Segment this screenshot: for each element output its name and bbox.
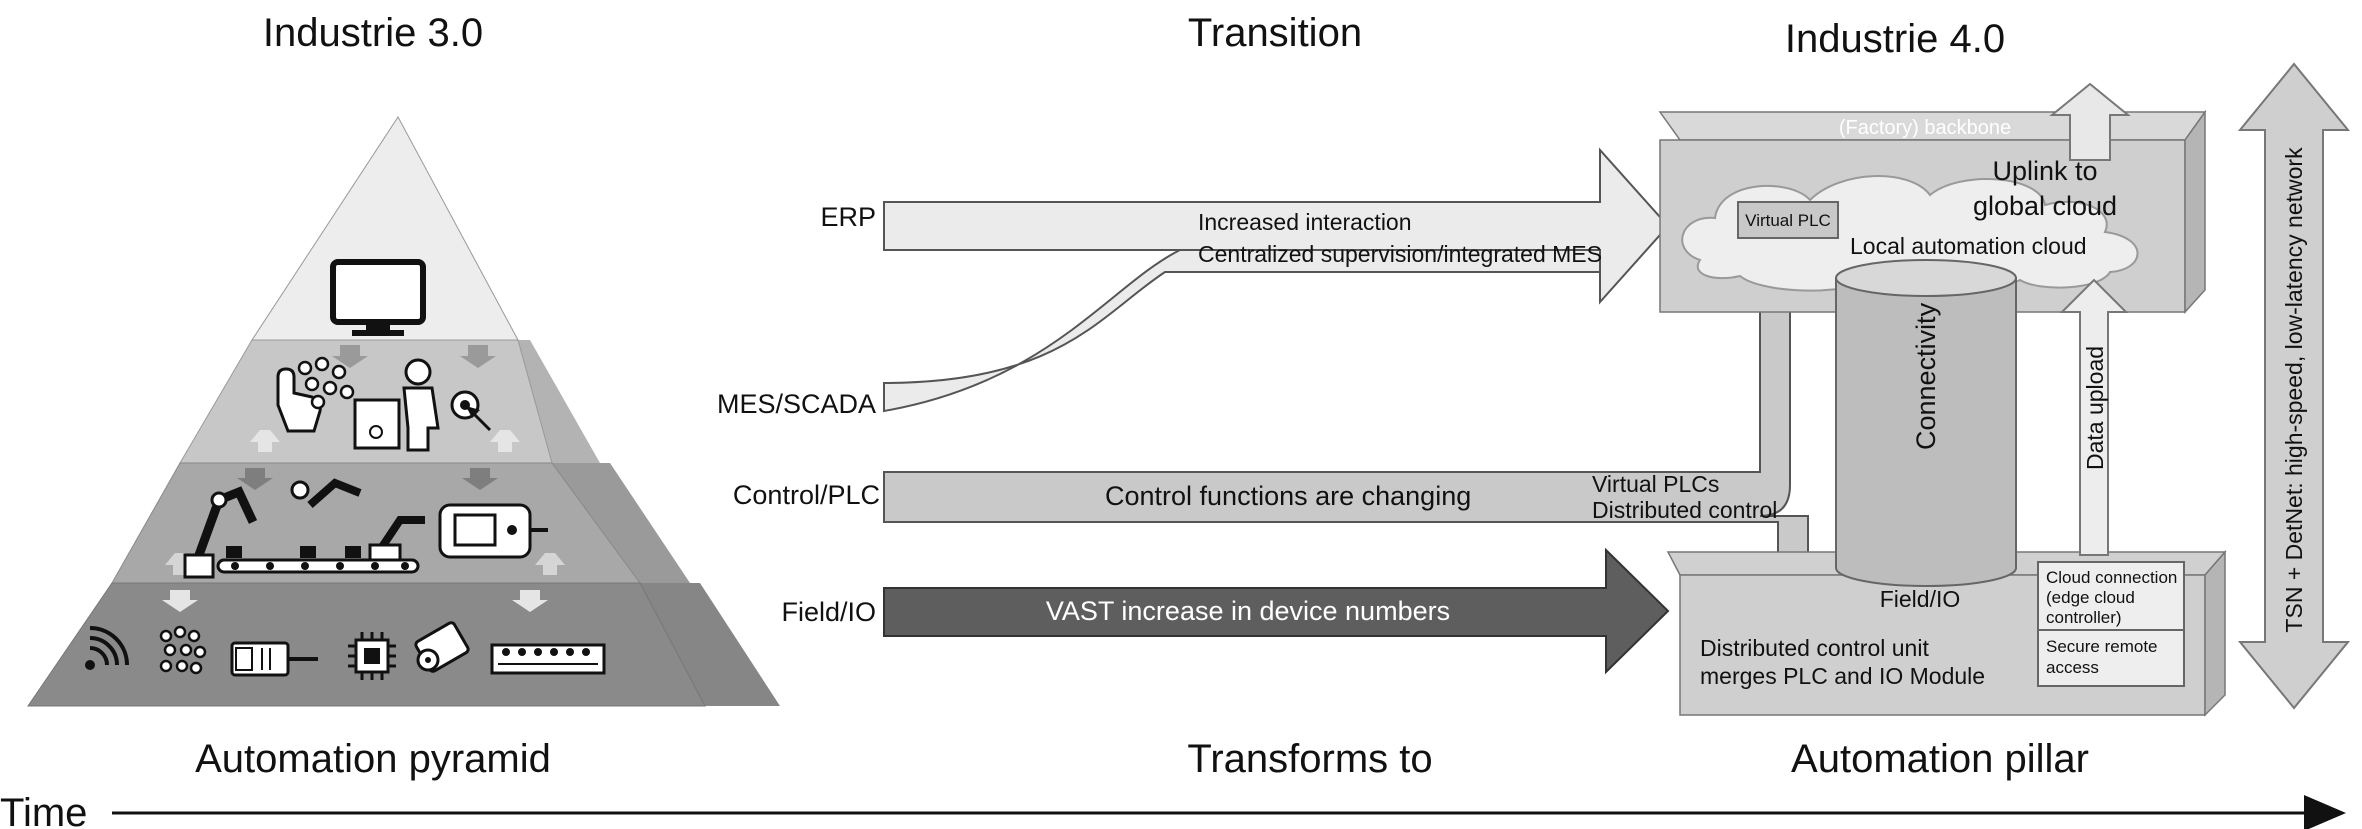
cloud-connection-line3: controller) bbox=[2046, 608, 2122, 627]
chip-icon bbox=[348, 632, 396, 680]
level-field-io: Field/IO bbox=[781, 597, 876, 627]
operator-icon bbox=[353, 358, 440, 452]
connectivity-label: Connectivity bbox=[1911, 302, 1941, 450]
control-side-virtual-plcs: Virtual PLCs bbox=[1592, 471, 1719, 497]
automation-pyramid bbox=[27, 116, 780, 707]
tsn-label: TSN + DetNet: high-speed, low-latency ne… bbox=[2281, 147, 2307, 633]
cloud-connection-line1: Cloud connection bbox=[2046, 568, 2177, 587]
control-side-distributed: Distributed control bbox=[1592, 497, 1777, 523]
mes-merge-arrow bbox=[883, 249, 1601, 413]
level-mes-scada: MES/SCADA bbox=[717, 389, 876, 419]
virtual-plc-box bbox=[1737, 201, 1839, 239]
erp-text-supervision: Centralized supervision/integrated MES bbox=[1198, 241, 1602, 267]
circuit-icon bbox=[159, 625, 207, 675]
control-text: Control functions are changing bbox=[1105, 481, 1471, 511]
caption-automation-pillar: Automation pillar bbox=[1791, 737, 2089, 781]
level-erp: ERP bbox=[820, 202, 876, 232]
heading-industrie-4: Industrie 4.0 bbox=[1785, 17, 2005, 61]
machine-icon bbox=[438, 503, 548, 559]
backbone-label: (Factory) backbone bbox=[1839, 117, 2011, 139]
local-cloud-label: Local automation cloud bbox=[1850, 233, 2087, 259]
uplink-line2: global cloud bbox=[1973, 191, 2117, 221]
field-arrow bbox=[883, 547, 1670, 675]
data-upload-arrow bbox=[2059, 278, 2129, 556]
secure-line1: Secure remote bbox=[2046, 637, 2158, 656]
dcu-line2: merges PLC and IO Module bbox=[1700, 663, 1985, 689]
wireless-icon bbox=[85, 626, 129, 670]
secure-line2: access bbox=[2046, 658, 2099, 677]
erp-text-interaction: Increased interaction bbox=[1198, 209, 1412, 235]
level-control-plc: Control/PLC bbox=[733, 480, 880, 510]
motor-icon bbox=[414, 621, 470, 673]
heading-transition: Transition bbox=[1188, 11, 1362, 55]
network-icon bbox=[297, 356, 355, 410]
time-label: Time bbox=[0, 791, 87, 829]
cloud-connection-line2: (edge cloud bbox=[2046, 588, 2135, 607]
tsn-double-arrow bbox=[2237, 62, 2351, 710]
usb-icon bbox=[230, 641, 318, 677]
heading-industrie-3: Industrie 3.0 bbox=[263, 11, 483, 55]
caption-transforms-to: Transforms to bbox=[1187, 737, 1432, 781]
caption-automation-pyramid: Automation pyramid bbox=[195, 737, 551, 781]
dcu-line1: Distributed control unit bbox=[1700, 635, 1929, 661]
field-io-label: Field/IO bbox=[1880, 586, 1961, 612]
conveyor-icon bbox=[216, 546, 420, 574]
monitor-icon bbox=[330, 259, 426, 336]
secure-remote-box bbox=[2037, 629, 2185, 687]
virtual-plc-label: Virtual PLC bbox=[1745, 211, 1831, 230]
automation-pillar: (Factory) backbone Virtual PLC Local aut… bbox=[1658, 82, 2227, 717]
field-text: VAST increase in device numbers bbox=[1046, 596, 1450, 626]
data-upload-label: Data upload bbox=[2082, 346, 2108, 470]
uplink-arrow bbox=[2049, 82, 2131, 161]
terminal-block-icon bbox=[490, 643, 606, 675]
pointer-icon bbox=[450, 390, 492, 432]
erp-arrow bbox=[883, 147, 1670, 305]
connectivity-cylinder bbox=[1835, 259, 2017, 587]
